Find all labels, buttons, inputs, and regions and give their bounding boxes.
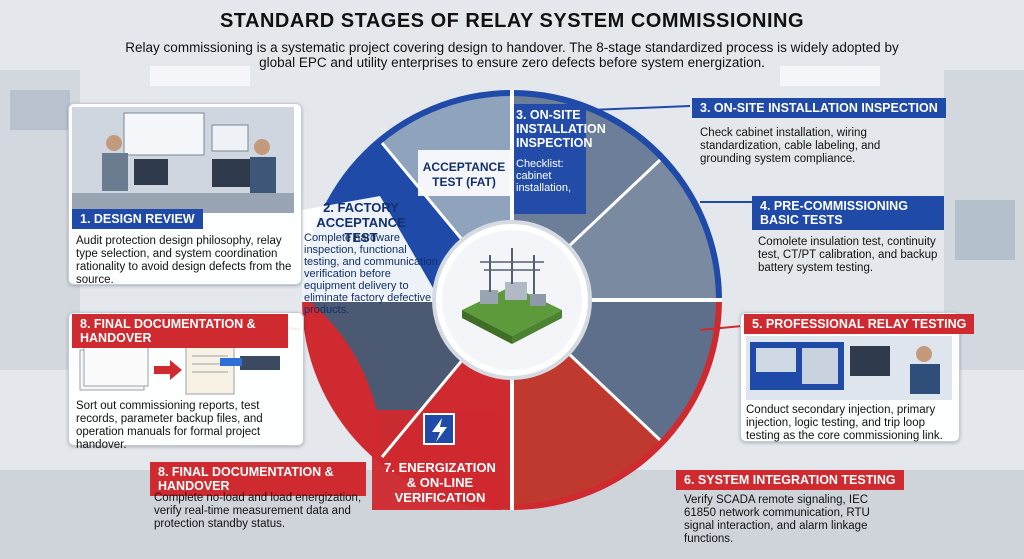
sit-label: 6. SYSTEM INTEGRATION TESTING: [676, 470, 904, 490]
relay-label: 5. PROFESSIONAL RELAY TESTING: [744, 314, 975, 334]
energization-wheel-label: 7. ENERGIZATION & ON-LINE VERIFICATION: [384, 460, 496, 505]
energization-label: 8. FINAL DOCUMENTATION & HANDOVER: [150, 462, 366, 496]
lightning-icon: [432, 418, 447, 442]
precomm-desc: Comolete insulation test, continuity tes…: [758, 236, 938, 274]
page-title: STANDARD STAGES OF RELAY SYSTEM COMMISSI…: [219, 10, 805, 32]
onsite-label: 3. ON-SITE INSTALLATION INSPECTION: [692, 98, 946, 118]
precomm-label: 4. PRE-COMMISSIONING BASIC TESTS: [752, 196, 944, 230]
energization-desc: Complete no-load and load energization, …: [154, 492, 362, 530]
design-review-label: 1. DESIGN REVIEW: [72, 209, 203, 229]
onsite-wheel-label: 3. ON-SITE INSTALLATION INSPECTION: [516, 108, 606, 150]
handover-documents: [79, 338, 280, 395]
page-subtitle: Relay commissioning is a systematic proj…: [125, 40, 899, 70]
design-review-photo: [72, 107, 294, 213]
relay-test-equipment: [746, 336, 952, 400]
fat-desc: Complete hardware inspection, functional…: [304, 232, 438, 316]
fat-wheel-label: 2. FACTORY ACCEPTANCE TEST: [316, 200, 406, 245]
design-review-desc: Audit protection design philosophy, rela…: [76, 235, 292, 286]
handover-label: 8. FINAL DOCUMENTATION & HANDOVER: [72, 314, 288, 348]
handover-desc: Sort out commissioning reports, test rec…: [76, 400, 263, 451]
fat-photo-label: ACCEPTANCE TEST (FAT): [422, 160, 506, 189]
sit-desc: Verify SCADA remote signaling, IEC 61850…: [684, 494, 870, 545]
onsite-desc: Check cabinet installation, wiring stand…: [700, 127, 881, 165]
substation-icon: [462, 248, 562, 344]
relay-desc: Conduct secondary injection, primary inj…: [746, 404, 943, 442]
onsite-wheel-desc: Checklist: cabinet installation,: [516, 158, 572, 194]
